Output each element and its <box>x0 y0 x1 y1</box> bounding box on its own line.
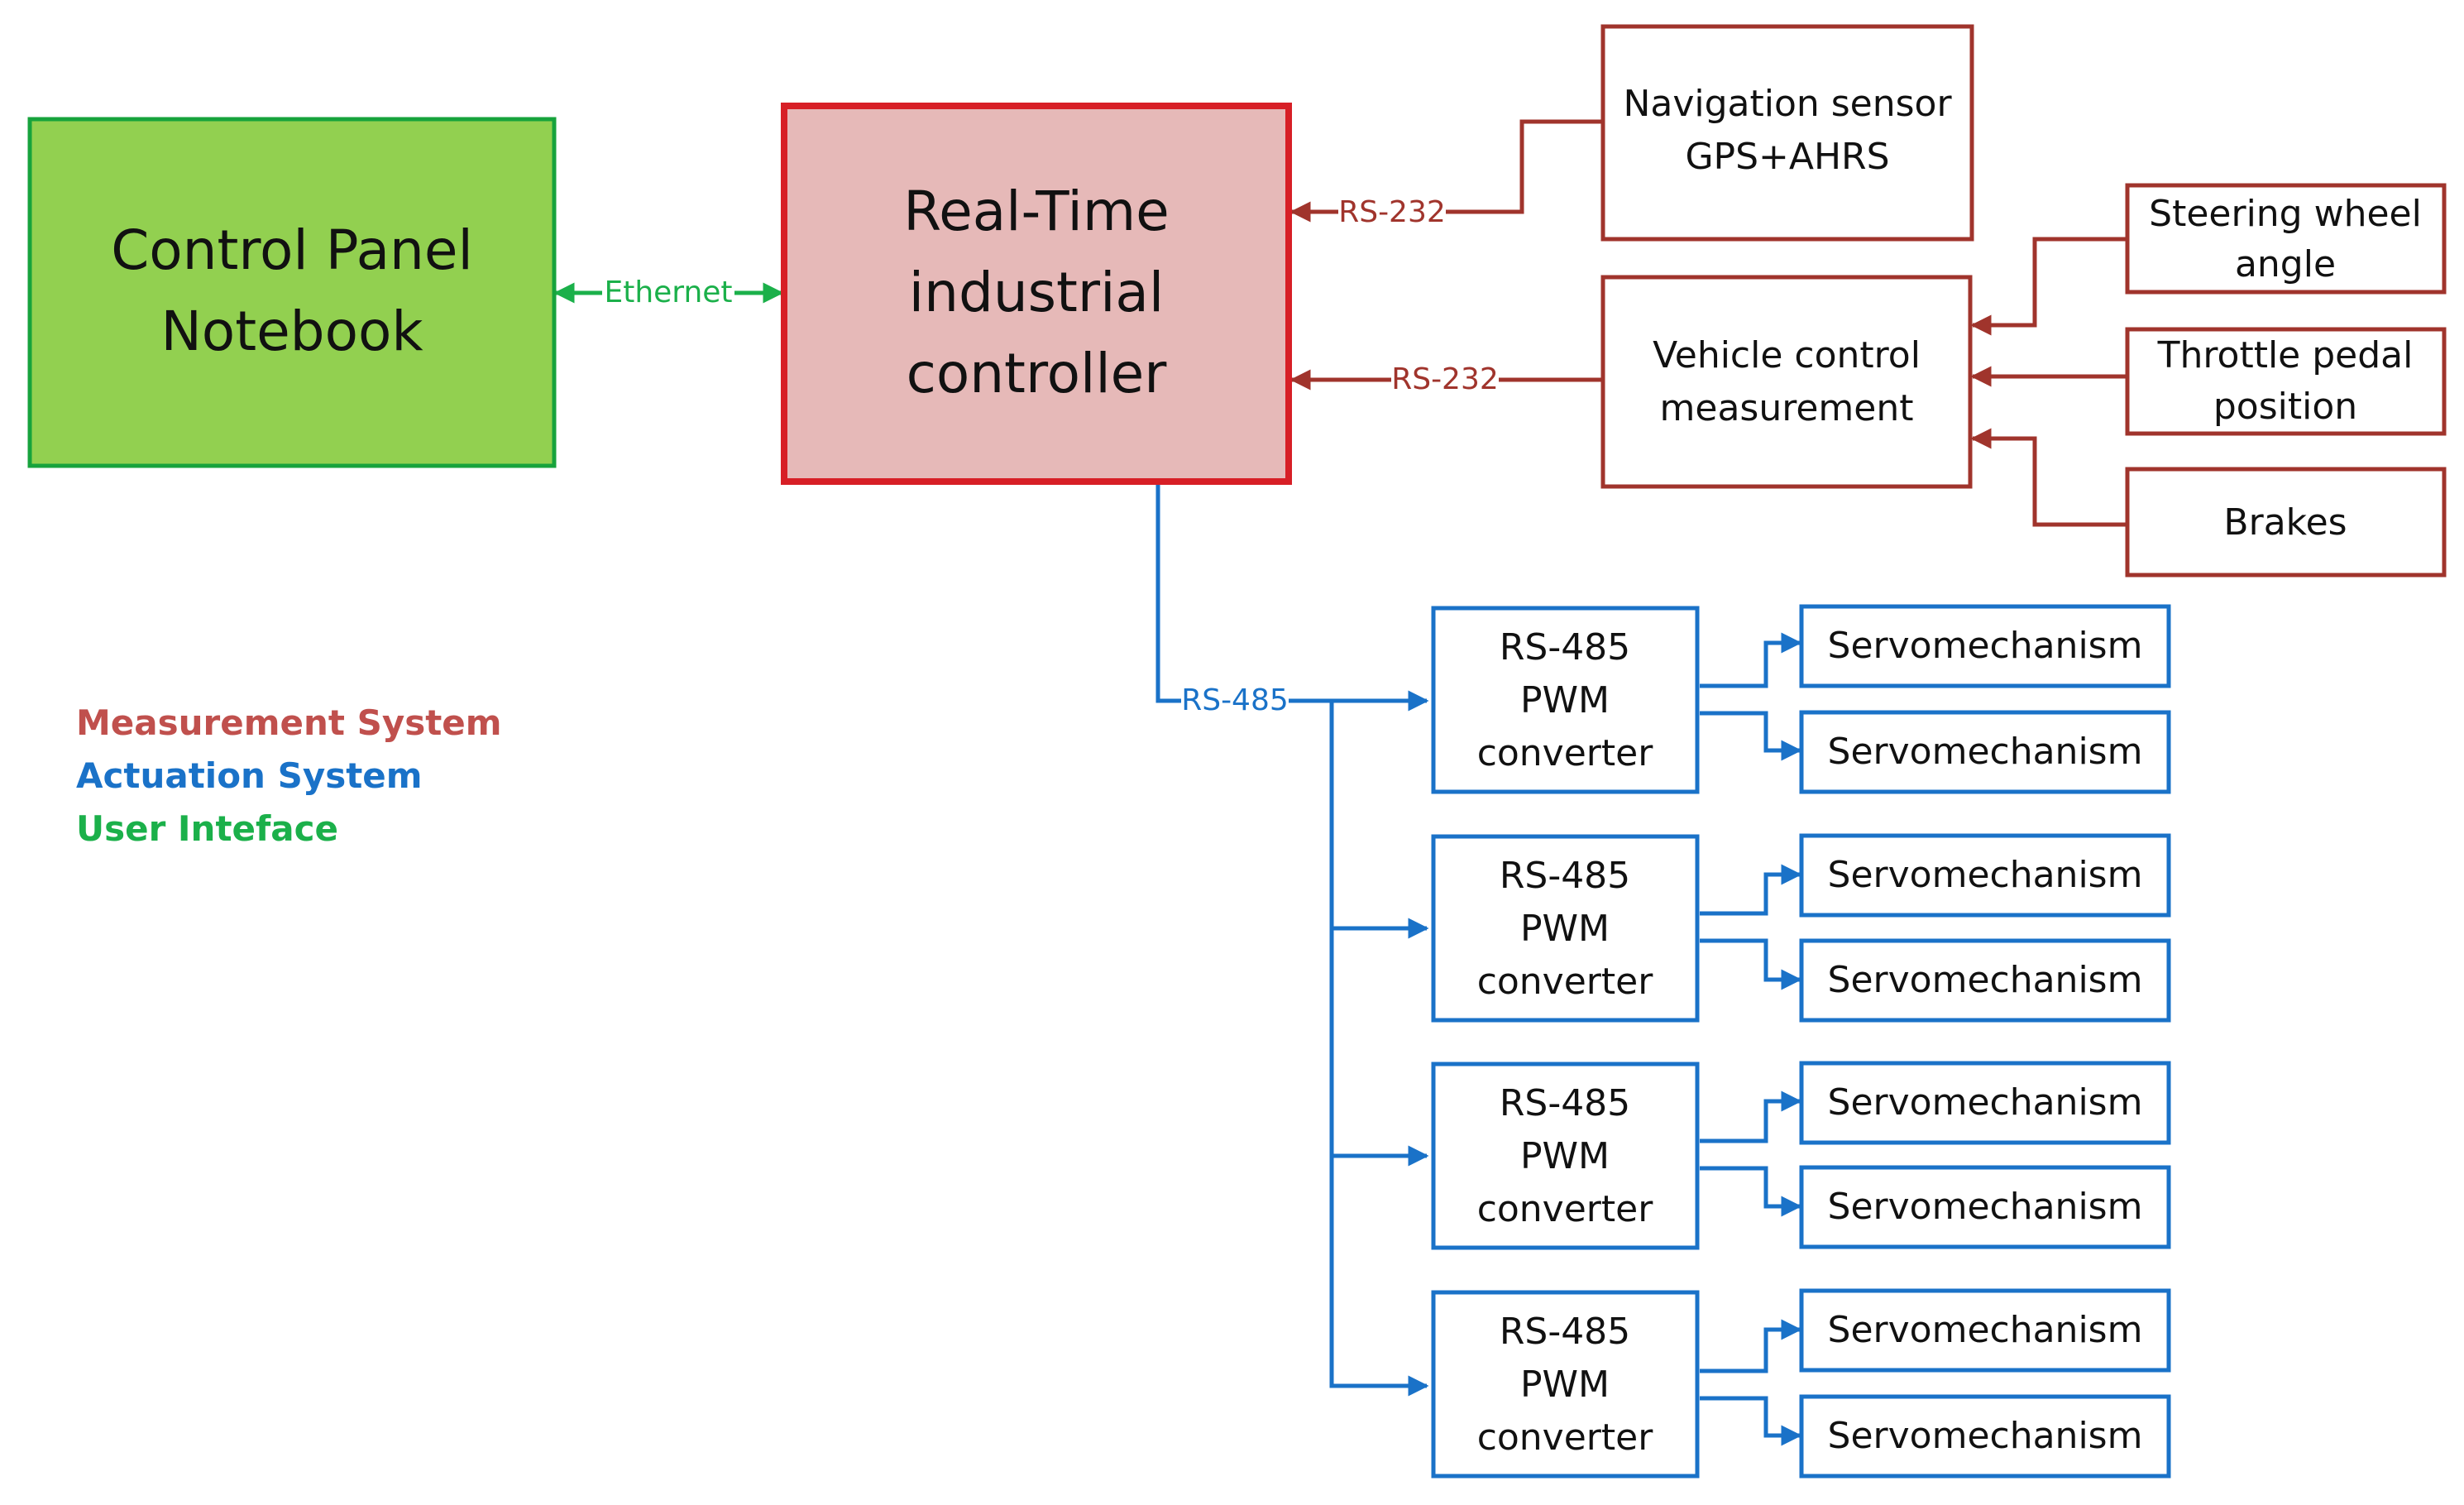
edge-ethernet: Ethernet <box>553 273 784 311</box>
servomechanism-box: Servomechanism <box>1799 1061 2171 1145</box>
legend: Measurement System Actuation System User… <box>76 702 502 849</box>
servo-label: Servomechanism <box>1828 1081 2143 1124</box>
converter-line3: converter <box>1477 1416 1654 1459</box>
pwm-converter-box: RS-485 PWM converter <box>1431 1062 1700 1250</box>
edge-label-rs232-vehicle: RS-232 <box>1391 362 1499 396</box>
servomechanism-box: Servomechanism <box>1799 604 2171 688</box>
servo-label: Servomechanism <box>1828 731 2143 773</box>
vehicle-control-line1: Vehicle control <box>1653 334 1921 376</box>
edge-rs232-vehicle: RS-232 <box>1289 361 1601 399</box>
throttle-pedal-box: Throttle pedal position <box>2125 327 2447 436</box>
servomechanism-box: Servomechanism <box>1799 710 2171 794</box>
converter-line1: RS-485 <box>1500 855 1630 897</box>
brakes-label: Brakes <box>2223 501 2347 544</box>
servomechanism-box: Servomechanism <box>1799 1394 2171 1479</box>
servo-label: Servomechanism <box>1828 625 2143 667</box>
converter-line2: PWM <box>1520 908 1610 950</box>
steering-wheel-box: Steering wheel angle <box>2125 183 2447 295</box>
converter-line1: RS-485 <box>1500 1311 1630 1353</box>
pwm-converter-box: RS-485 PWM converter <box>1431 834 1700 1023</box>
converter-line3: converter <box>1477 1188 1654 1230</box>
throttle-line2: position <box>2213 386 2357 428</box>
controller-line2: industrial <box>909 261 1164 324</box>
servo-label: Servomechanism <box>1828 854 2143 896</box>
servo-label: Servomechanism <box>1828 1415 2143 1457</box>
edge-steering-to-vehicle <box>1970 237 2126 336</box>
control-panel-notebook-box: Control Panel Notebook <box>27 117 557 468</box>
vehicle-control-line2: measurement <box>1660 387 1914 429</box>
pwm-converter-box: RS-485 PWM converter <box>1431 606 1700 794</box>
edges-converter-to-servo <box>1700 632 1802 1446</box>
converter-line1: RS-485 <box>1500 1082 1630 1124</box>
servo-label: Servomechanism <box>1828 1309 2143 1351</box>
edge-rs232-navigation: RS-232 <box>1289 119 1601 232</box>
edge-brakes-to-vehicle <box>1970 428 2126 527</box>
edge-label-rs485: RS-485 <box>1181 683 1289 717</box>
converter-line2: PWM <box>1520 1364 1610 1406</box>
edge-label-ethernet: Ethernet <box>604 276 732 309</box>
converter-line2: PWM <box>1520 1135 1610 1177</box>
legend-measurement: Measurement System <box>76 702 502 743</box>
pwm-converter-box: RS-485 PWM converter <box>1431 1290 1700 1479</box>
steering-line1: Steering wheel <box>2149 193 2422 235</box>
steering-line2: angle <box>2235 243 2336 285</box>
servo-label: Servomechanism <box>1828 1186 2143 1228</box>
edge-label-rs232-navigation: RS-232 <box>1338 195 1446 229</box>
servomechanism-box: Servomechanism <box>1799 938 2171 1023</box>
servomechanism-box: Servomechanism <box>1799 833 2171 918</box>
navigation-sensor-box: Navigation sensor GPS+AHRS <box>1600 24 1974 242</box>
converter-line1: RS-485 <box>1500 626 1630 669</box>
control-panel-line2: Notebook <box>160 300 423 363</box>
edge-rs485-bus: RS-485 <box>1155 483 1429 1397</box>
nav-sensor-line1: Navigation sensor <box>1623 83 1952 125</box>
vehicle-control-box: Vehicle control measurement <box>1600 275 1973 489</box>
nav-sensor-line2: GPS+AHRS <box>1685 136 1889 178</box>
legend-actuation: Actuation System <box>76 755 423 796</box>
realtime-controller-box: Real-Time industrial controller <box>781 103 1292 485</box>
converter-line3: converter <box>1477 961 1654 1003</box>
converter-line2: PWM <box>1520 679 1610 721</box>
control-panel-line1: Control Panel <box>111 218 473 282</box>
legend-user-interface: User Inteface <box>76 808 338 849</box>
converter-line3: converter <box>1477 732 1654 774</box>
servomechanism-box: Servomechanism <box>1799 1165 2171 1249</box>
brakes-box: Brakes <box>2125 467 2447 578</box>
servomechanism-box: Servomechanism <box>1799 1288 2171 1373</box>
servo-label: Servomechanism <box>1828 959 2143 1001</box>
controller-line3: controller <box>907 342 1168 405</box>
throttle-line1: Throttle pedal <box>2157 334 2414 376</box>
controller-line1: Real-Time <box>903 180 1170 243</box>
